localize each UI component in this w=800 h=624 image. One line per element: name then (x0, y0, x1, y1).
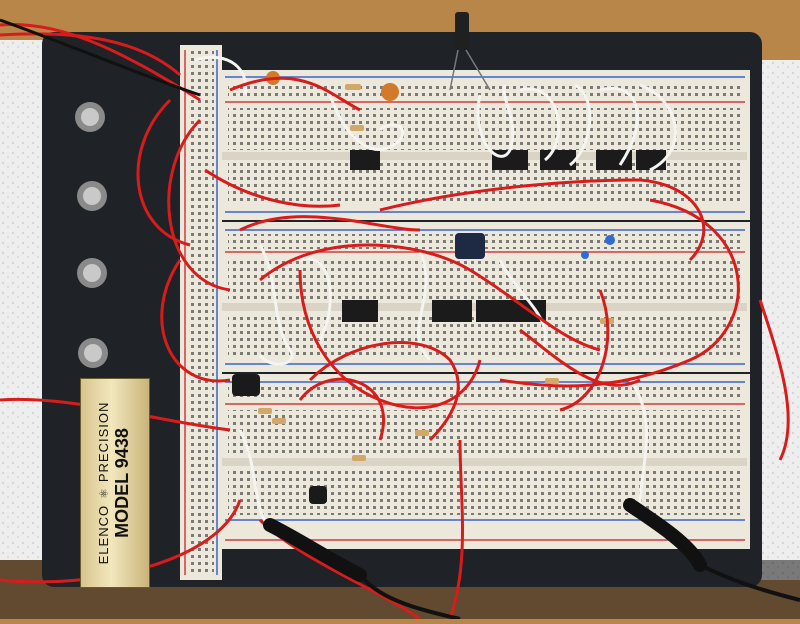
foam-pad-right (755, 60, 800, 580)
model-label-plate: ELENCO ⚛ PRECISION MODEL 9438 (80, 378, 150, 588)
breadboard-module-bottom (218, 374, 750, 549)
resistors (258, 84, 614, 461)
model-label-text: ELENCO ⚛ PRECISION MODEL 9438 (96, 401, 133, 565)
breadboard-module-top (218, 70, 750, 220)
brand-tagline: PRECISION (96, 401, 112, 483)
white-wires (194, 55, 677, 531)
atom-logo-icon: ⚛ (96, 488, 111, 499)
brand-line: ELENCO ⚛ PRECISION (96, 401, 112, 565)
binding-posts (75, 102, 108, 368)
capacitors (232, 12, 615, 504)
brand-name: ELENCO (96, 504, 112, 565)
alligator-clips (0, 18, 800, 621)
model-number: MODEL 9438 (112, 428, 133, 538)
vertical-bus-strip (180, 45, 222, 580)
